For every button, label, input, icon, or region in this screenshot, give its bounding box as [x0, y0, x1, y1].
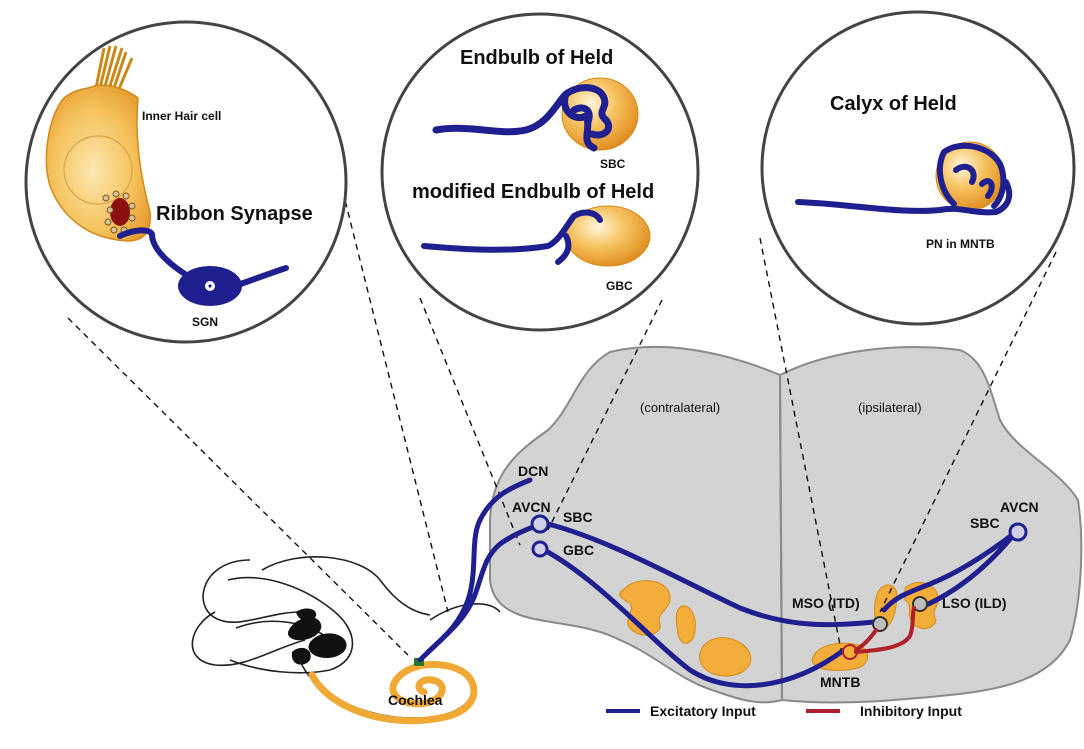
pn-label: PN in MNTB	[926, 237, 995, 251]
legend: Excitatory Input Inhibitory Input	[606, 703, 962, 719]
contra-nucleus-b	[676, 606, 695, 643]
gbc-left-label: GBC	[563, 542, 594, 558]
sbc-left-label: SBC	[563, 509, 593, 525]
avcn-gbc-soma-icon	[533, 542, 547, 556]
sgn-label: SGN	[192, 315, 218, 329]
legend-excitatory-label: Excitatory Input	[650, 703, 756, 719]
sbc-label: SBC	[600, 157, 626, 171]
sbc-right-label: SBC	[970, 515, 1000, 531]
lso-label: LSO (ILD)	[942, 595, 1007, 611]
ribbon-synapse-inset: Inner Hair cell Ribbon Synapse SGN	[26, 22, 346, 342]
calyx-inset: Calyx of Held PN in MNTB	[762, 12, 1074, 324]
contralateral-label: (contralateral)	[640, 400, 720, 415]
ribbon-synapse-label: Ribbon Synapse	[156, 203, 313, 225]
mntb-label: MNTB	[820, 674, 860, 690]
otolith-organs	[288, 609, 347, 665]
ipsilateral-label: (ipsilateral)	[858, 400, 922, 415]
vestibule-outline	[228, 578, 353, 673]
dcn-label: DCN	[518, 463, 548, 479]
cochlea-label: Cochlea	[388, 692, 443, 708]
inner-ear: Cochlea	[192, 557, 500, 721]
modified-endbulb-title: modified Endbulb of Held	[412, 181, 654, 203]
inner-hair-cell-label: Inner Hair cell	[142, 109, 221, 123]
legend-inhibitory-label: Inhibitory Input	[860, 703, 962, 719]
avcn-right-label: AVCN	[1000, 499, 1039, 515]
ribbon-icon	[110, 198, 130, 226]
calyx-title: Calyx of Held	[830, 93, 957, 115]
endbulb-title: Endbulb of Held	[460, 47, 613, 69]
gbc-label: GBC	[606, 279, 633, 293]
avcn-sbc-soma-icon	[532, 516, 548, 532]
ipsi-avcn-soma-icon	[1010, 524, 1026, 540]
avcn-left-label: AVCN	[512, 499, 551, 515]
mso-label: MSO (ITD)	[792, 595, 860, 611]
endbulb-inset: Endbulb of Held SBC modified Endbulb of …	[382, 14, 698, 330]
